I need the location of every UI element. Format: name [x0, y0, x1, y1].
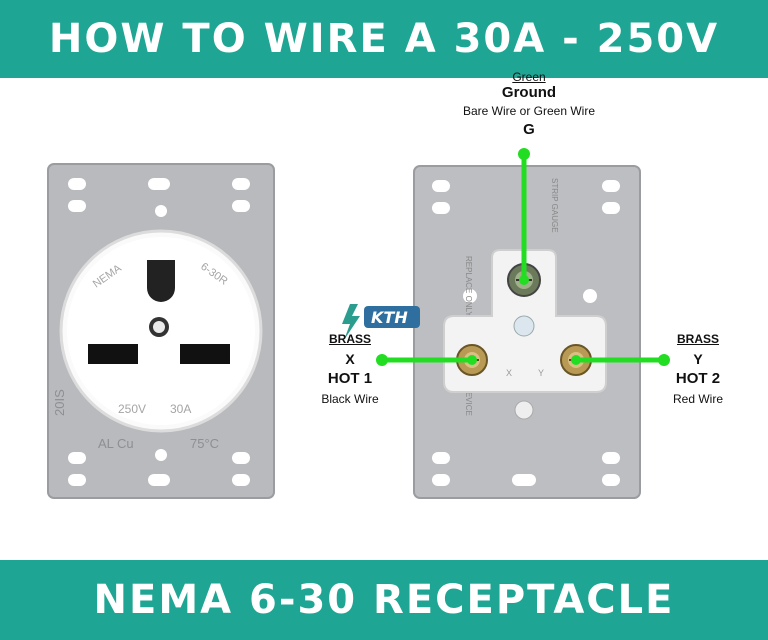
hot2-wire: Red Wire — [672, 392, 723, 406]
back-receptacle: REPLACE ONLY WITH AL-Cu 75°C DEVICE STRI… — [413, 165, 641, 499]
hot1-dot — [376, 354, 388, 366]
wiring-diagram: 20IS AL Cu 75°C NEMA 6-30R 250V 30A — [0, 70, 768, 560]
diagram-graphics: 20IS AL Cu 75°C NEMA 6-30R 250V 30A — [47, 148, 670, 499]
ground-label-group: Green Ground Bare Wire or Green Wire G — [434, 70, 624, 140]
header-title: HOW TO WIRE A 30A - 250V — [48, 16, 720, 62]
front-receptacle: 20IS AL Cu 75°C NEMA 6-30R 250V 30A — [47, 163, 275, 499]
hot2-terminal: Y — [693, 351, 703, 367]
hot1-terminal: X — [345, 351, 355, 367]
hot1-title: HOT 1 — [327, 370, 373, 387]
hot1-wire: Black Wire — [321, 392, 379, 406]
hot2-slot — [180, 344, 230, 364]
front-temperature: 75°C — [190, 436, 219, 451]
hot1-metal: BRASS — [328, 332, 371, 346]
ground-color: Green — [512, 70, 546, 84]
ground-dot — [518, 148, 530, 160]
back-y-mark: Y — [538, 368, 544, 378]
hot1-label-group: BRASS X HOT 1 Black Wire — [300, 331, 400, 409]
header-banner: HOW TO WIRE A 30A - 250V — [0, 0, 768, 78]
hot2-title: HOT 2 — [675, 370, 721, 387]
ground-terminal: G — [523, 121, 535, 138]
hot2-dot — [658, 354, 670, 366]
back-strip-gauge: STRIP GAUGE — [550, 178, 559, 233]
footer-title: NEMA 6-30 RECEPTACLE — [93, 577, 675, 623]
front-side-text: 20IS — [52, 389, 67, 416]
bolt-icon — [342, 304, 360, 340]
hot2-label-group: BRASS Y HOT 2 Red Wire — [648, 331, 748, 409]
front-amperage: 30A — [170, 402, 191, 416]
footer-banner: NEMA 6-30 RECEPTACLE — [0, 560, 768, 640]
front-conductor: AL Cu — [98, 436, 134, 451]
back-x-mark: X — [506, 368, 512, 378]
front-voltage: 250V — [118, 402, 146, 416]
hot2-metal: BRASS — [676, 332, 719, 346]
hot1-slot — [88, 344, 138, 364]
logo-text: KTH — [371, 308, 408, 327]
ground-title: Ground — [501, 84, 557, 101]
wire-lines — [376, 148, 670, 366]
ground-description: Bare Wire or Green Wire — [462, 104, 596, 118]
kth-logo: KTH — [342, 304, 420, 340]
